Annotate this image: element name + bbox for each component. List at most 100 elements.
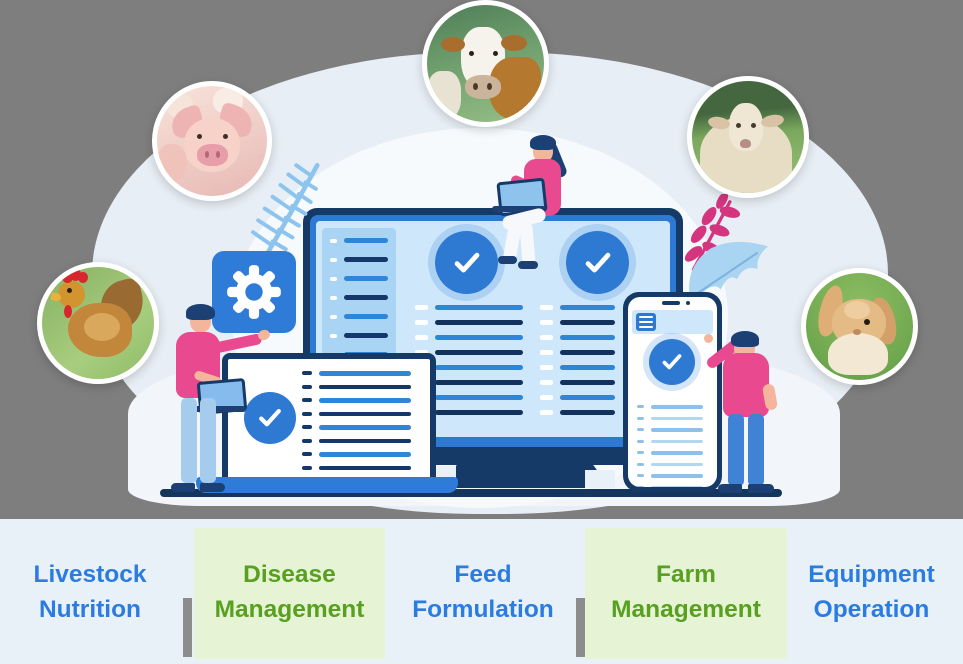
- list-row: [302, 425, 411, 430]
- list-row: [415, 335, 523, 340]
- list-row: [415, 305, 523, 310]
- category-label-line2: Operation: [813, 595, 930, 623]
- category-label-line1: Livestock: [33, 560, 147, 588]
- list-row: [302, 412, 411, 417]
- phone-top-bar: [632, 310, 713, 334]
- cow-eye: [493, 51, 498, 56]
- chicken-wing: [84, 313, 120, 341]
- sheep-eye: [751, 123, 756, 128]
- person-sitting-on-monitor: [490, 128, 590, 269]
- shoe: [200, 483, 225, 492]
- pig-eye: [223, 134, 228, 139]
- cow-ear: [501, 35, 527, 51]
- cow-second: [427, 71, 461, 119]
- hand: [704, 334, 713, 343]
- pig-snout: [197, 144, 228, 166]
- list-row: [302, 466, 411, 471]
- category-livestock-nutrition[interactable]: Livestock Nutrition: [0, 519, 180, 664]
- pig-nostril: [216, 151, 220, 158]
- category-feed-formulation[interactable]: Feed Formulation: [390, 519, 576, 664]
- blue-leaf-decoration: [689, 241, 768, 300]
- gear-icon: [227, 265, 281, 319]
- category-label-line2: Management: [214, 595, 365, 623]
- monitor-stand-foot: [585, 470, 615, 488]
- list-row: [540, 395, 615, 400]
- category-highlight: [585, 528, 787, 659]
- list-row: [330, 314, 388, 319]
- sheep-eye: [736, 123, 741, 128]
- chicken-photo: [37, 262, 159, 384]
- pig-nostril: [205, 151, 209, 158]
- list-row: [330, 276, 388, 281]
- list-row: [302, 452, 411, 457]
- category-farm-management[interactable]: Farm Management: [585, 519, 787, 664]
- category-divider: [576, 598, 585, 657]
- rabbit-photo: [801, 268, 918, 385]
- category-label-line1: Disease: [243, 560, 336, 588]
- list-row: [330, 295, 388, 300]
- list-row: [330, 238, 388, 243]
- category-equipment-operation[interactable]: Equipment Operation: [780, 519, 963, 664]
- list-row: [540, 305, 615, 310]
- piglet-side: [157, 144, 187, 182]
- category-label-line2: Formulation: [412, 595, 554, 623]
- smartphone: [623, 292, 722, 492]
- person-left: [160, 298, 280, 494]
- list-row: [302, 385, 411, 390]
- chicken-comb: [78, 272, 88, 283]
- laptop-base: [492, 206, 546, 212]
- held-laptop-base: [192, 406, 246, 412]
- ground-line: [160, 489, 782, 497]
- shoe: [498, 256, 517, 264]
- chicken-head: [58, 281, 85, 308]
- category-label-line1: Equipment: [808, 560, 935, 588]
- pointing-arm: [211, 332, 263, 355]
- list-row: [330, 257, 388, 262]
- category-label-line2: Nutrition: [38, 595, 142, 623]
- leg-jeans: [200, 398, 216, 483]
- category-band: Livestock Nutrition Disease Management F…: [0, 519, 963, 664]
- laptop-screen: [222, 353, 436, 493]
- check-badge: [435, 231, 498, 294]
- list-row: [540, 410, 615, 415]
- leg-jeans: [181, 398, 197, 483]
- cow-nostril: [473, 83, 478, 90]
- chicken-comb: [70, 268, 81, 281]
- laptop: [196, 353, 458, 493]
- list-row: [540, 335, 615, 340]
- leg-jeans: [748, 414, 764, 486]
- shoe: [748, 484, 774, 493]
- rabbit-chest: [828, 333, 888, 375]
- monitor-list-right: [540, 305, 615, 415]
- chicken-eye: [67, 288, 72, 293]
- phone-speaker: [662, 301, 680, 305]
- phone-screen: [628, 297, 717, 487]
- category-label-line2: Management: [611, 595, 761, 623]
- check-icon: [454, 252, 479, 272]
- shoe: [518, 261, 538, 269]
- category-label-line1: Feed: [454, 560, 512, 588]
- monitor-screen: [316, 221, 670, 437]
- category-label-line1: Farm: [656, 560, 716, 588]
- sheep-nose: [740, 139, 751, 148]
- check-icon: [662, 354, 682, 370]
- category-divider: [183, 598, 192, 657]
- cow-nostril: [487, 83, 492, 90]
- list-row: [302, 439, 411, 444]
- list-row: [540, 350, 615, 355]
- cow-eye: [469, 51, 474, 56]
- chicken-comb: [62, 271, 73, 283]
- rabbit-eye: [864, 319, 870, 325]
- category-disease-management[interactable]: Disease Management: [194, 519, 385, 664]
- sheep-photo: [687, 76, 809, 198]
- hair: [186, 304, 215, 320]
- sheep-ear: [760, 113, 785, 129]
- list-row: [540, 365, 615, 370]
- leg-jeans: [728, 414, 744, 486]
- cow-photo: [422, 0, 549, 127]
- laptop-base: [196, 477, 458, 493]
- list-row: [415, 320, 523, 325]
- check-icon: [585, 252, 610, 272]
- list-row: [302, 371, 411, 376]
- list-row: [540, 320, 615, 325]
